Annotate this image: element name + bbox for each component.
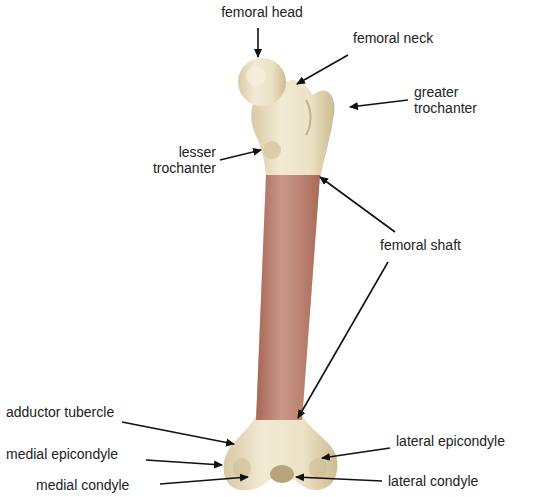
part-label: femoral neck <box>353 30 433 46</box>
part-label: femoral head <box>212 4 312 20</box>
part-label: greater trochanter <box>414 84 494 116</box>
femur-bone <box>224 58 338 490</box>
part-label: lateral epicondyle <box>396 433 505 449</box>
part-label: medial condyle <box>36 477 129 493</box>
part-label: lesser trochanter <box>150 144 216 176</box>
part-label: lateral condyle <box>388 473 478 489</box>
part-label: adductor tubercle <box>6 404 114 420</box>
part-label: medial epicondyle <box>6 446 118 462</box>
leader-arrows <box>122 28 408 484</box>
part-label: femoral shaft <box>380 237 461 253</box>
shaft-highlight <box>256 175 320 420</box>
